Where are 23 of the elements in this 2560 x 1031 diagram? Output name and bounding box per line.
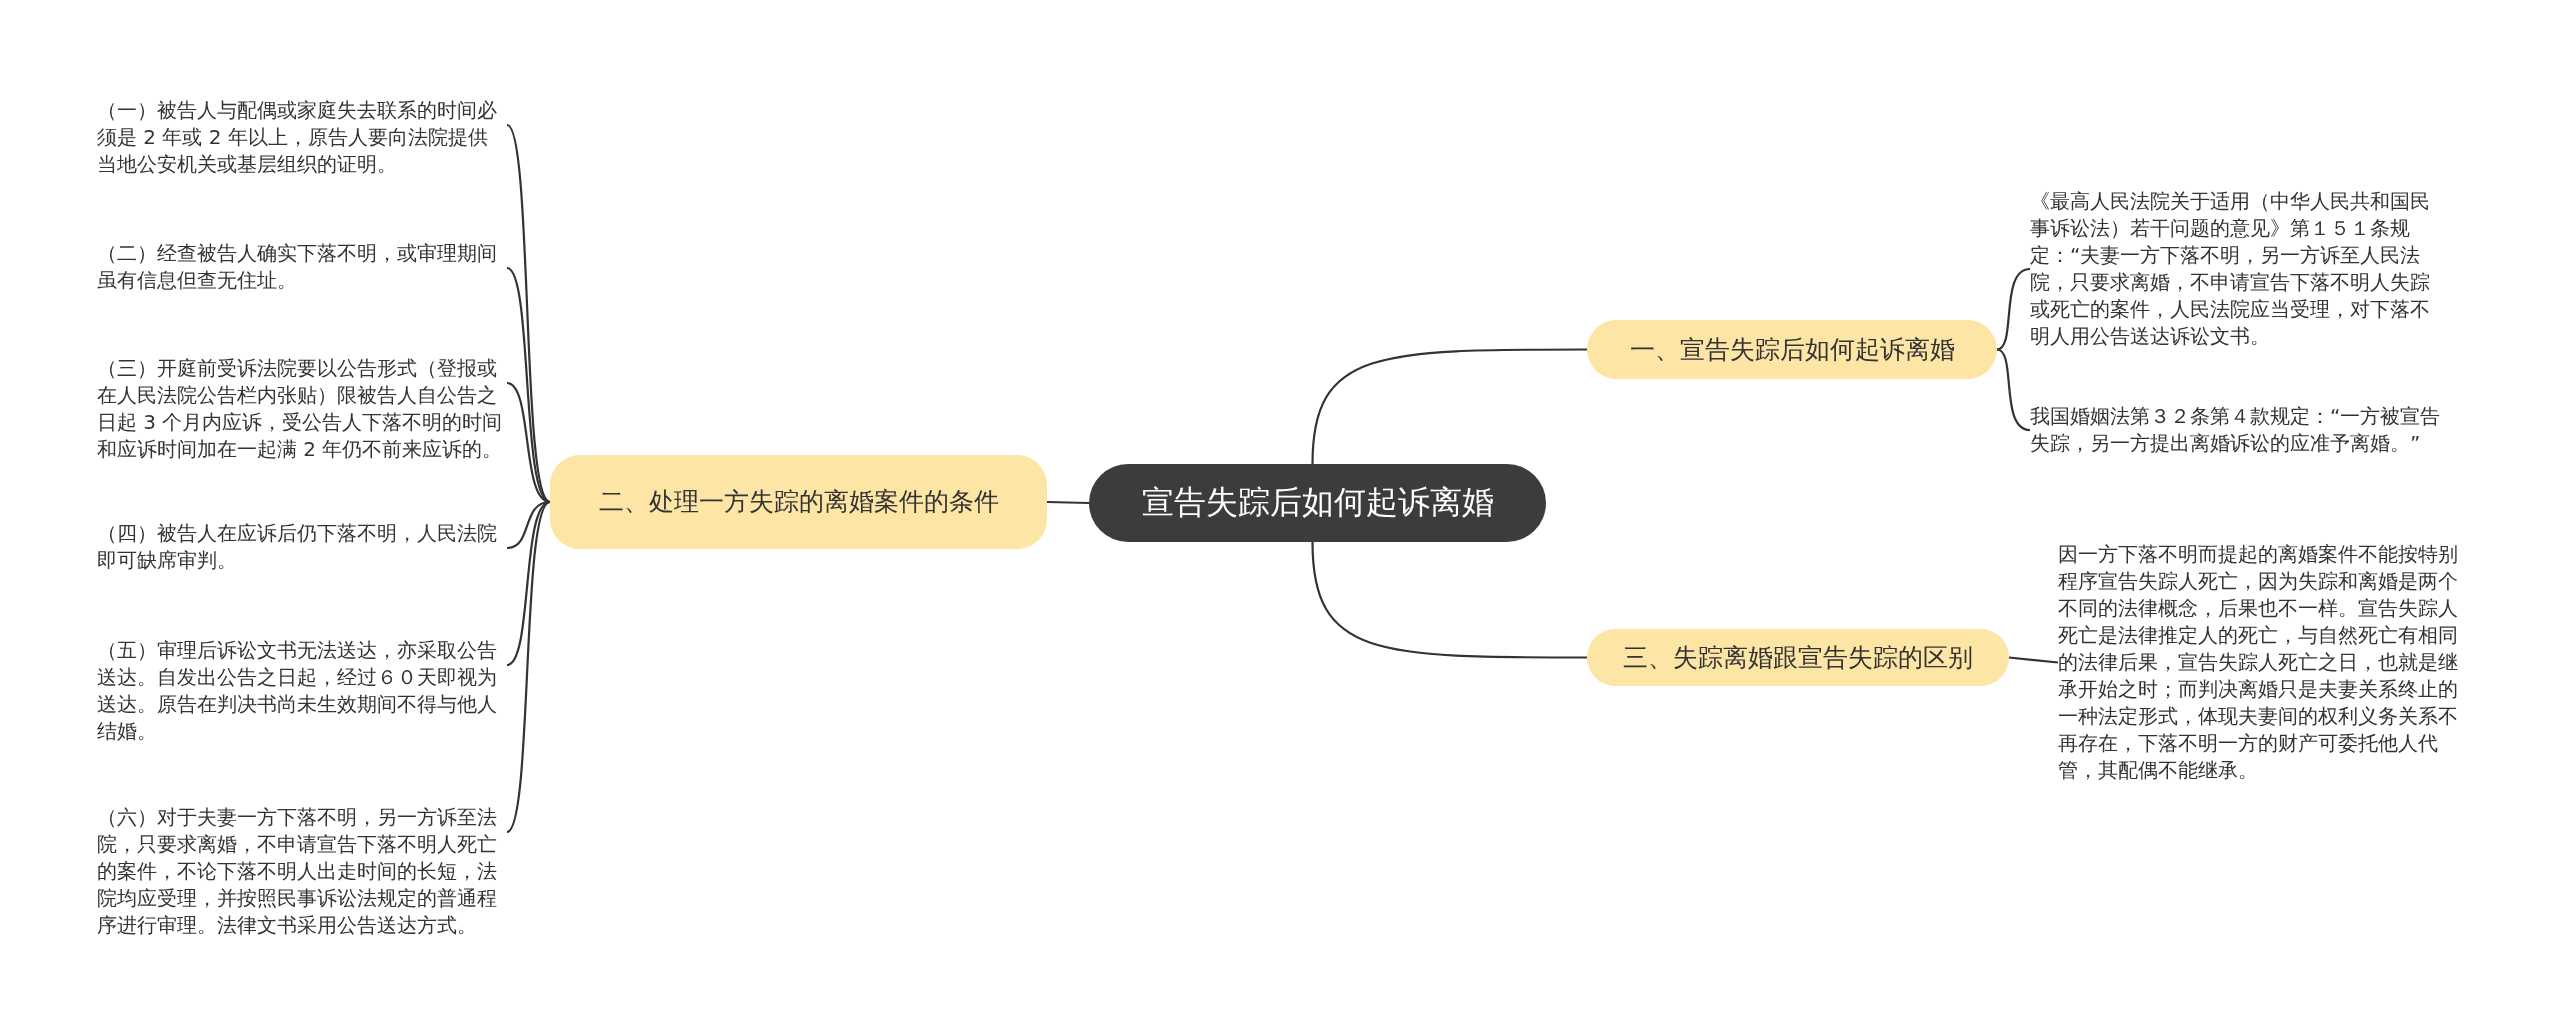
leaf-text: （二）经查被告人确实下落不明，或审理期间虽有信息但查无住址。 [97,240,507,294]
connector-line [1311,541,1587,659]
leaf-text: （五）审理后诉讼文书无法送达，亦采取公告送达。自发出公告之日起，经过６０天即视为送达。原告在判决书尚未生效期间不得与他人结婚。 [97,637,507,745]
connector-line [1996,267,2031,351]
central-topic: 宣告失踪后如何起诉离婚 [1089,464,1546,542]
branch-topic: 二、处理一方失踪的离婚案件的条件 [550,455,1047,549]
branch-topic: 三、失踪离婚跟宣告失踪的区别 [1587,629,2009,686]
connector-line [506,267,551,503]
leaf-text: （六）对于夫妻一方下落不明，另一方诉至法院，只要求离婚，不申请宣告下落不明人死亡的案件，不论下落不明人出走时间的长短，法院均应受理，并按照民事诉讼法规定的普通程序进行审理。法律文书采用公告送达方式。 [97,804,507,939]
leaf-text: （三）开庭前受诉法院要以公告形式（登报或在人民法院公告栏内张贴）限被告人自公告之日起 3 个月内应诉，受公告人下落不明的时间和应诉时间加在一起满 2 年仍不前来应诉的。 [97,355,507,463]
leaf-text: 因一方下落不明而提起的离婚案件不能按特别程序宣告失踪人死亡，因为失踪和离婚是两个不同的法律概念，后果也不一样。宣告失踪人死亡是法律推定人的死亡，与自然死亡有相同的法律后果，宣告失踪人死亡之日，也就是继承开始之时；而判决离婚只是夫妻关系终止的一种法定形式，体现夫妻间的权利义务关系不再存在，下落不明一方的财产可委托他人代管，其配偶不能继承。 [2058,541,2470,784]
connector-line [2008,656,2059,664]
connector-line [506,501,551,666]
leaf-text: （一）被告人与配偶或家庭失去联系的时间必须是 2 年或 2 年以上，原告人要向法院提供当地公安机关或基层组织的证明。 [97,97,507,178]
connector-line [506,501,551,833]
connector-line [1996,348,2031,432]
leaf-text: 《最高人民法院关于适用（中华人民共和国民事诉讼法）若干问题的意见》第１５１条规定：“夫妻一方下落不明，另一方诉至人民法院，只要求离婚，不申请宣告下落不明人失踪或死亡的案件，人民法院应当受理，对下落不明人用公告送达诉讼文书。 [2030,188,2442,350]
leaf-text: （四）被告人在应诉后仍下落不明，人民法院即可缺席审判。 [97,520,507,574]
connector-line [506,382,551,504]
branch-topic: 一、宣告失踪后如何起诉离婚 [1587,320,1997,379]
connector-line [1046,500,1090,505]
connector-line [1311,348,1587,465]
leaf-text: 我国婚姻法第３２条第４款规定：“一方被宣告失踪，另一方提出离婚诉讼的应准予离婚。” [2030,403,2442,457]
